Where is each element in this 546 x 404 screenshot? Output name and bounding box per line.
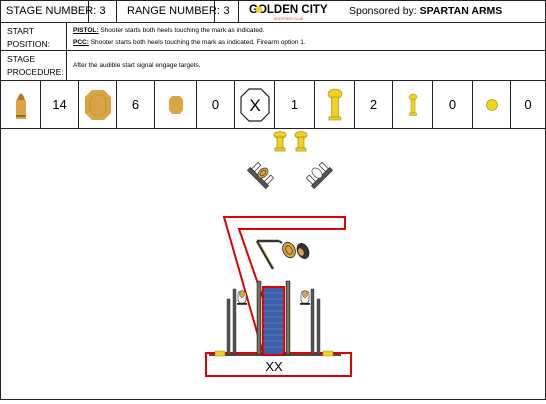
popper-left bbox=[273, 131, 287, 152]
rounds-count: 14 bbox=[41, 81, 79, 128]
club-subtitle: SHOOTING CLUB bbox=[274, 17, 304, 21]
sponsor-prefix: Sponsored by: bbox=[349, 5, 417, 17]
ramp bbox=[262, 286, 285, 356]
pistol-instruction: PISTOL: Shooter starts both heels touchi… bbox=[73, 25, 264, 36]
popper-right bbox=[294, 131, 308, 152]
paper-target-icon bbox=[79, 81, 117, 128]
start-position-label-line1: START bbox=[7, 26, 35, 36]
target-cluster bbox=[282, 241, 310, 259]
start-position-label: START POSITION: bbox=[1, 23, 67, 50]
start-position-row: START POSITION: PISTOL: Shooter starts b… bbox=[1, 23, 545, 51]
mini-popper-icon bbox=[393, 81, 433, 128]
procedure-label: STAGE PROCEDURE: bbox=[1, 51, 67, 80]
pistol-key: PISTOL: bbox=[73, 27, 99, 34]
steel-plate-count: 0 bbox=[524, 97, 532, 112]
bottom-barrier-left bbox=[209, 350, 263, 357]
target-stand-upper-right bbox=[305, 161, 334, 190]
stage-number-value: 3 bbox=[89, 1, 117, 22]
pcc-instruction: PCC: Shooter starts both heels touching … bbox=[73, 37, 306, 48]
wall-side-right bbox=[300, 288, 321, 356]
wall-side-left bbox=[226, 288, 247, 356]
stage-diagram: XX bbox=[1, 129, 545, 399]
stage-number-label: STAGE NUMBER: bbox=[1, 1, 96, 22]
no-shoot-icon: X bbox=[235, 81, 275, 128]
bullet-icon bbox=[1, 81, 41, 128]
range-number-value: 3 bbox=[215, 1, 239, 22]
header-row: STAGE NUMBER: 3 RANGE NUMBER: 3 GOLDEN C… bbox=[1, 1, 545, 23]
svg-text:X: X bbox=[249, 96, 260, 115]
start-mark: XX bbox=[265, 359, 283, 374]
steel-plate-icon bbox=[473, 81, 511, 128]
wall-right bbox=[285, 280, 291, 356]
start-position-label-line2: POSITION: bbox=[7, 39, 50, 49]
pistol-text: Shooter starts both heels touching the m… bbox=[98, 27, 265, 34]
bottom-barrier-right bbox=[284, 350, 341, 357]
target-stand-upper-left bbox=[246, 161, 275, 190]
sponsor: Sponsored by: SPARTAN ARMS bbox=[349, 1, 545, 22]
pcc-text: Shooter starts both heels touching the m… bbox=[88, 39, 306, 46]
club-logo: GOLDEN CITY SHOOTING CLUB bbox=[239, 1, 339, 22]
range-number-label: RANGE NUMBER: bbox=[117, 1, 220, 22]
logo-sun-icon bbox=[255, 6, 263, 13]
procedure-label-line2: PROCEDURE: bbox=[7, 67, 64, 77]
mini-popper-count: 0 bbox=[433, 81, 473, 128]
pcc-key: PCC: bbox=[73, 39, 89, 46]
procedure-row: STAGE PROCEDURE: After the audible start… bbox=[1, 51, 545, 81]
procedure-label-line1: STAGE bbox=[7, 54, 36, 64]
popper-count: 2 bbox=[355, 81, 393, 128]
mini-target-count: 0 bbox=[197, 81, 235, 128]
popper-icon bbox=[315, 81, 355, 128]
mini-target-icon bbox=[155, 81, 197, 128]
wall-angled bbox=[255, 239, 283, 270]
procedure-text: After the audible start signal engage ta… bbox=[73, 62, 201, 69]
wall-left bbox=[256, 280, 262, 356]
no-shoot-count: 1 bbox=[275, 81, 315, 128]
target-counts-row: 14 6 0 X 1 2 bbox=[1, 81, 545, 129]
club-name: GOLDEN CITY bbox=[249, 4, 328, 16]
sponsor-name: SPARTAN ARMS bbox=[419, 5, 503, 17]
paper-target-count: 6 bbox=[117, 81, 155, 128]
